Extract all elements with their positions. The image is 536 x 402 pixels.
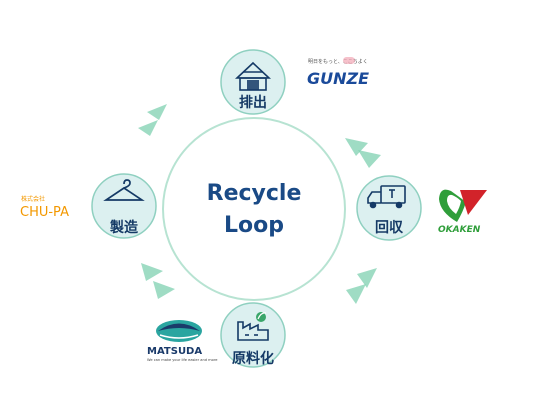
flow-arrows bbox=[138, 104, 381, 304]
node-right: 回収 bbox=[356, 175, 422, 241]
node-top: 排出 bbox=[220, 49, 286, 115]
arrow-bottom-left bbox=[141, 263, 175, 299]
arrow-top-left bbox=[138, 104, 167, 136]
okaken-logo: OKAKEN bbox=[438, 189, 487, 235]
truck-icon bbox=[367, 185, 406, 209]
okaken-name: OKAKEN bbox=[438, 225, 481, 235]
center-title-line2: Loop bbox=[224, 213, 284, 238]
hanger-icon bbox=[103, 179, 145, 201]
node-right-label: 回収 bbox=[375, 219, 404, 236]
recycle-plant-icon bbox=[237, 312, 269, 341]
loop-ring bbox=[162, 117, 346, 301]
matsuda-name: MATSUDA bbox=[147, 346, 202, 357]
matsuda-tagline: We can make your life easier and more bbox=[147, 358, 218, 362]
node-bottom-label: 原料化 bbox=[232, 350, 274, 367]
node-bottom: 原料化 bbox=[220, 302, 286, 368]
center-title-line1: Recycle bbox=[207, 181, 302, 206]
chupa-prefix: 株式会社 bbox=[21, 195, 45, 203]
gunze-logo: 明日をもっと、ここちよく GUNZE bbox=[307, 57, 369, 88]
chupa-logo: 株式会社 CHU-PA bbox=[20, 195, 69, 220]
arrow-bottom-right bbox=[346, 268, 377, 304]
chupa-name: CHU-PA bbox=[20, 205, 69, 220]
node-left: 製造 bbox=[91, 173, 157, 239]
node-top-label: 排出 bbox=[239, 94, 267, 111]
arrow-top-right bbox=[345, 138, 381, 168]
factory-icon bbox=[234, 61, 272, 91]
gunze-name: GUNZE bbox=[307, 69, 369, 88]
matsuda-logo: MATSUDA We can make your life easier and… bbox=[147, 320, 218, 362]
gunze-tagline: 明日をもっと、ここちよく bbox=[308, 58, 368, 65]
node-left-label: 製造 bbox=[109, 219, 138, 236]
